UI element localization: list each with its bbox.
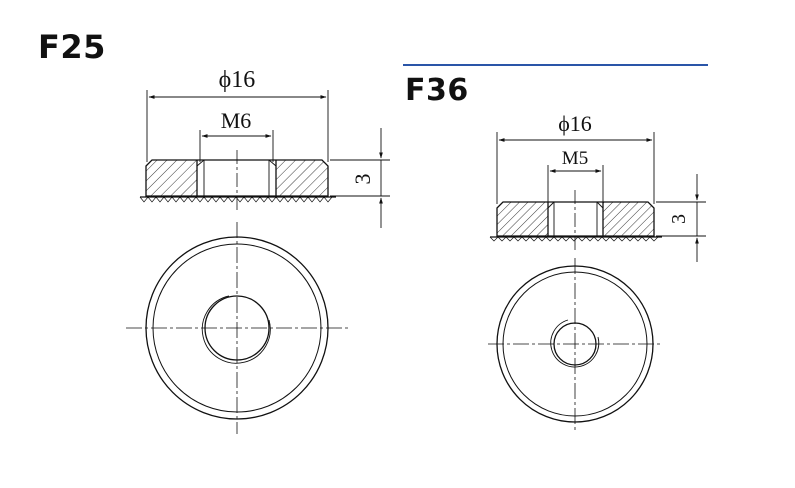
part-title-f25: F25 — [38, 28, 106, 66]
f36-body-outline — [496, 201, 655, 237]
f36-thread-label: M5 — [562, 148, 588, 169]
f25-plan-view — [126, 222, 348, 434]
f25-height-label: 3 — [350, 174, 375, 185]
accent-rule — [403, 64, 708, 66]
f25-body-outline — [145, 159, 329, 197]
f36-height-label: 3 — [668, 214, 690, 224]
f36-section-view — [489, 132, 706, 262]
f25-section-view — [139, 90, 390, 228]
f25-outer-diameter-label: ϕ16 — [219, 67, 256, 93]
f36-outer-diameter-label: ϕ16 — [558, 111, 592, 136]
f25-thread-label: M6 — [221, 108, 252, 133]
part-title-f36: F36 — [405, 73, 469, 108]
f36-plan-view — [488, 258, 662, 430]
